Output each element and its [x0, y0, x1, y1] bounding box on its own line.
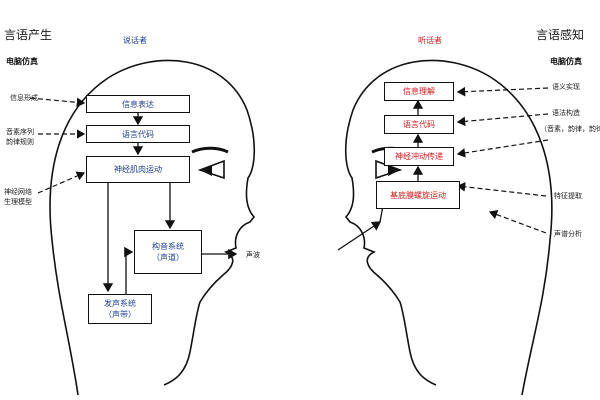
side-label-semantic: 语义实现	[552, 82, 580, 92]
box-basilar-membrane: 基底膜螺旋运动	[376, 181, 460, 209]
box-info-understanding: 信息理解	[384, 82, 454, 101]
box-articulation-system: 构音系统 （声道）	[134, 230, 202, 274]
speech-perception-title: 言语感知	[536, 26, 584, 43]
listener-role-label: 听话者	[418, 35, 442, 46]
side-label-spectrum-analysis: 声谱分析	[554, 229, 582, 239]
speech-perception-sim-label: 电脑仿真	[550, 56, 582, 67]
side-label-grammar: 语法构造	[552, 108, 580, 118]
sound-wave-label: 声波	[246, 250, 260, 260]
box-info-expression: 信息表达	[86, 95, 190, 113]
box-nerve-impulse: 神经冲动传递	[384, 147, 454, 166]
box-phonation-system: 发声系统 （声带）	[88, 294, 152, 324]
side-label-info-formation: 信息形成	[10, 93, 38, 103]
side-label-feature-extraction: 特征提取	[554, 191, 582, 201]
listener-head-outline	[346, 60, 552, 395]
side-label-phoneme-prosody: 音素序列 韵律规则	[6, 127, 34, 147]
speaker-role-label: 说话者	[123, 35, 147, 46]
box-language-code-production: 语言代码	[86, 125, 190, 143]
speaker-eyebrow	[192, 148, 228, 152]
box-language-code-perception: 语言代码	[384, 115, 454, 134]
side-label-neural-model: 神经网络 生理模型	[4, 187, 32, 207]
side-label-phoneme-prosody-right: （音素，韵律，韵律）	[540, 124, 600, 134]
speech-production-title: 言语产生	[4, 26, 52, 43]
speech-production-sim-label: 电脑仿真	[6, 56, 38, 67]
box-neuromuscular-movement: 神经肌肉运动	[86, 156, 190, 183]
